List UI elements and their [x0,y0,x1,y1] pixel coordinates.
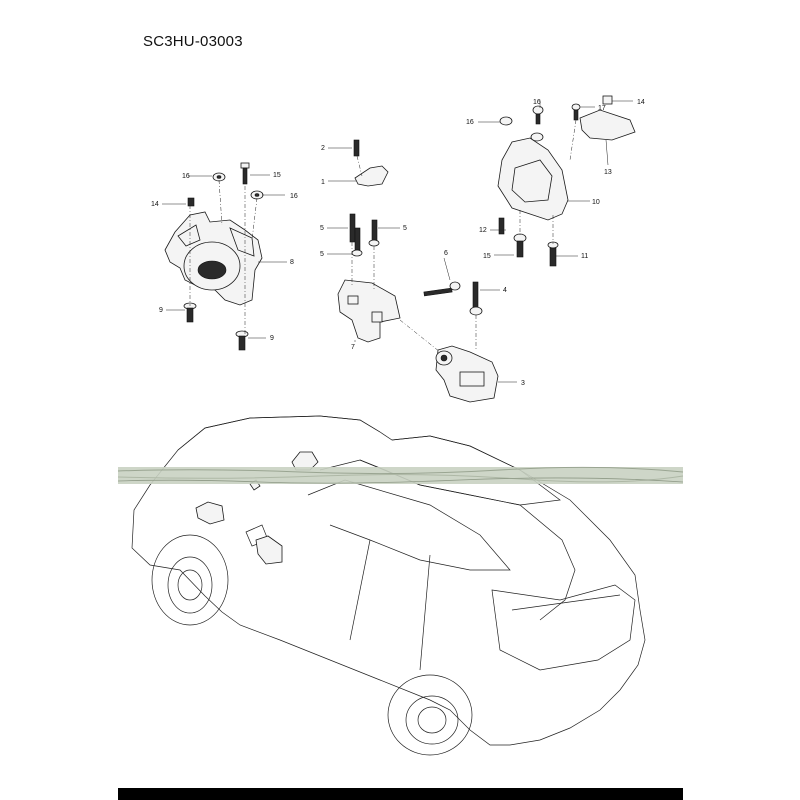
car-body-outline [131,415,646,746]
callout-12: 12 [479,227,487,234]
callout-4: 4 [503,287,507,294]
page-title: SC3HU-03003 [143,33,243,50]
callout-5-b: 5 [403,225,407,232]
bolt-9-right-bottom [235,330,249,351]
bolt-15-right [513,233,527,258]
left-mount-flange [229,227,255,257]
callout-14-right: 14 [637,99,645,106]
callout-16-right-left: 16 [466,119,474,126]
bracket-7-slot [371,311,383,323]
leader-lines [162,100,633,383]
right-engine-mount-assembly [497,95,636,267]
car-door-line-2 [419,554,431,671]
callout-16-right-top: 16 [533,99,541,106]
callout-5-c: 5 [320,251,324,258]
stud-2 [353,139,360,157]
car-tail-light [511,594,621,611]
upper-bracket-assembly [353,139,389,187]
callout-14-left: 14 [151,201,159,208]
callout-3: 3 [521,380,525,387]
texture-band [117,466,684,484]
callout-labels: 16 15 16 14 8 9 9 2 1 5 5 5 6 4 7 3 16 1… [151,99,645,387]
stud-14-left [187,197,195,207]
left-mount-core [197,260,227,280]
callout-5-a: 5 [320,225,324,232]
nut-14-right [602,95,613,105]
bracket-1 [354,165,389,187]
car-hood-line [177,415,381,451]
bolt-4 [469,281,483,316]
callout-13: 13 [604,169,612,176]
nut-16-right-mid [530,132,544,142]
car-front-rim [177,569,203,601]
nut-16-right-top [532,105,544,125]
callout-9-right: 9 [270,335,274,342]
bracket-7-hole [347,295,359,305]
lower-torque-mount-assembly [435,345,499,403]
car-front-wheel [167,556,213,614]
center-bracket-assembly [337,213,483,353]
nut-16-left-mid [250,190,264,200]
car-rear-wheel [405,695,459,745]
lower-mount-block [459,371,485,387]
bolt-5-c [351,227,363,257]
car-rear-wheel-arch [387,674,473,756]
footer-bar [118,788,683,800]
bolt-5-b [368,219,380,247]
bolt-12 [498,217,505,235]
callout-15-left: 15 [273,172,281,179]
bracket-13 [579,109,636,141]
callout-16-left-top: 16 [182,173,190,180]
callout-15-right: 15 [483,253,491,260]
bolt-6 [423,281,461,297]
car-windows [307,479,511,571]
callout-9-left: 9 [159,307,163,314]
car-rear-hatch [491,584,636,671]
callout-6: 6 [444,250,448,257]
car-rear-rim [417,706,447,734]
bolt-17 [571,103,581,121]
left-engine-mount-assembly [164,162,264,351]
callout-11: 11 [581,253,588,260]
car-mount-location-lower [255,535,283,565]
vehicle-locator-view [131,415,646,756]
callout-1: 1 [321,179,325,186]
right-mount-inner [511,159,553,203]
callout-17: 17 [598,105,606,112]
car-mount-location-left [195,501,225,525]
callout-10: 10 [592,199,600,206]
left-mount-bracket-ear [177,224,201,247]
nut-16-left-top [212,172,226,182]
nut-16-right-left [499,116,513,126]
callout-16-left-mid: 16 [290,193,298,200]
callout-2: 2 [321,145,325,152]
car-door-line-1 [349,539,371,641]
bolt-11 [547,241,559,267]
bracket-7 [337,279,401,343]
callout-8: 8 [290,259,294,266]
bolt-15-left [240,162,250,185]
bolt-5-a [349,213,356,243]
car-front-wheel-arch [151,534,229,626]
callout-7: 7 [351,344,355,351]
